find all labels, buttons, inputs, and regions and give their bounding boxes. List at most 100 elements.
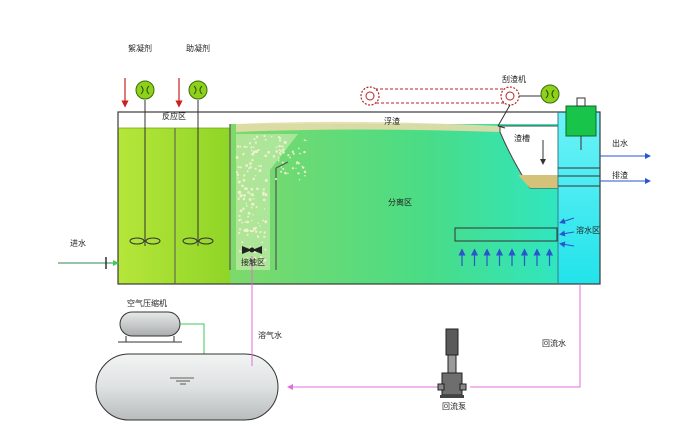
bubble (240, 194, 243, 197)
bubble (259, 230, 262, 234)
flow-arrow-2 (559, 230, 575, 237)
bubble (257, 148, 260, 152)
clear-water-zone (558, 112, 600, 284)
mixer-motor-1 (135, 80, 155, 100)
bubble (255, 149, 259, 154)
bubble (291, 167, 294, 170)
bubble (262, 188, 266, 191)
bubble (263, 134, 266, 138)
bubble (303, 139, 306, 141)
sprocket-right-icon (500, 86, 520, 106)
bubble (287, 154, 290, 157)
label-dissolved-air-water: 溶气水 (258, 331, 282, 340)
mixer-2 (182, 100, 214, 246)
bubble (277, 160, 280, 162)
mixer-1 (129, 100, 161, 246)
bubble (258, 169, 262, 173)
bubble (264, 154, 268, 158)
bubble (297, 162, 300, 165)
bubble (297, 172, 300, 175)
bubble (282, 146, 284, 148)
bubble (289, 156, 291, 159)
bubble (267, 150, 271, 154)
label-scum: 浮渣 (384, 117, 400, 126)
bubble (247, 191, 250, 194)
label-reaction-zone: 反应区 (162, 112, 186, 121)
bubble (247, 213, 250, 215)
scraper-motor-icon (540, 84, 560, 104)
bubble (256, 187, 259, 191)
bubble (237, 231, 241, 234)
bubble (243, 174, 246, 177)
label-scum-discharge: 排渣 (612, 171, 628, 180)
bubble (241, 184, 244, 188)
bubble (242, 197, 246, 201)
bubble (281, 161, 284, 164)
bubble (282, 151, 285, 154)
bubble (301, 166, 305, 169)
bubble (295, 161, 299, 164)
release-valve-icon (242, 246, 262, 254)
scum-layer (236, 121, 500, 132)
bubble (282, 167, 285, 170)
bubble (298, 179, 301, 181)
bubble (242, 207, 245, 211)
bubble (301, 165, 303, 167)
bubble (251, 159, 254, 162)
bubble (253, 138, 256, 141)
bubble (252, 146, 255, 149)
label-contact-zone: 接触区 (241, 258, 265, 267)
bubble (249, 192, 252, 195)
bubble (253, 251, 257, 254)
bubble (246, 146, 248, 148)
bubble (275, 146, 278, 149)
label-scum-trough: 渣槽 (514, 134, 530, 143)
bubble (278, 152, 281, 154)
bubble (253, 198, 255, 200)
label-inlet-water: 进水 (70, 239, 86, 248)
reaction-zone-water (118, 128, 230, 284)
bubble (280, 166, 283, 168)
bubble (249, 229, 252, 233)
bubble (239, 166, 242, 169)
label-return-flow: 回流水 (542, 339, 566, 348)
scum-scraper (360, 84, 560, 129)
bubble (250, 146, 253, 149)
bubble (237, 166, 240, 169)
bubble (278, 139, 282, 142)
bubble (237, 190, 241, 194)
bubble (253, 227, 257, 231)
bubble (246, 220, 250, 224)
bubble (252, 177, 255, 181)
bubble (235, 171, 239, 174)
bubble (254, 141, 258, 144)
bubble (262, 219, 265, 222)
bubble (252, 150, 256, 154)
bubble (260, 164, 263, 167)
bubble (238, 214, 241, 217)
bubble (246, 170, 249, 173)
bubble (238, 219, 241, 222)
bubble (243, 194, 246, 197)
bubble (275, 178, 278, 181)
sprocket-left-icon (360, 86, 380, 106)
bubble (287, 172, 289, 175)
bubble (246, 205, 248, 207)
air-compressor (118, 311, 182, 343)
bubble (251, 193, 254, 197)
label-reflux-pump: 回流泵 (442, 402, 466, 411)
bubble (236, 173, 240, 177)
release-arrows (458, 248, 554, 266)
bubble (245, 257, 248, 260)
bubble (255, 205, 258, 209)
bubble (248, 166, 251, 170)
bubble (244, 187, 248, 191)
bubble (242, 178, 246, 182)
bubble (283, 140, 287, 144)
bubble (299, 152, 301, 155)
bubble (245, 228, 248, 230)
bubble (239, 209, 243, 213)
bubble (278, 137, 282, 140)
bubble (270, 135, 273, 138)
bubble (263, 208, 266, 210)
